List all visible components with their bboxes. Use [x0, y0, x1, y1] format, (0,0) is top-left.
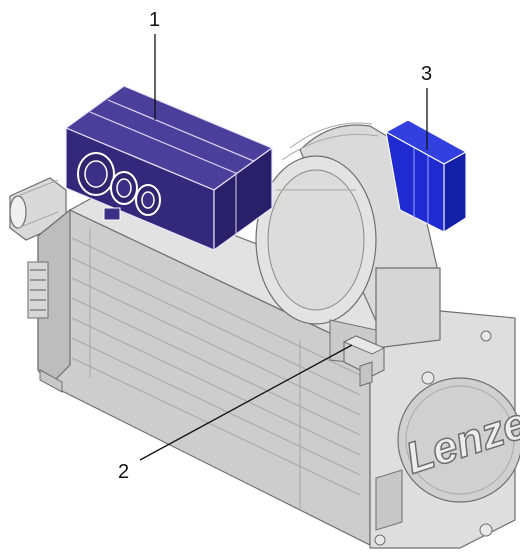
cooling-fins: [71, 228, 361, 510]
callout-label-2: 2: [118, 461, 129, 483]
callout-label-3: 3: [421, 63, 432, 85]
blue-fan-module-icon: [384, 119, 468, 234]
callout-3: 3: [421, 63, 432, 150]
callout-label-1: 1: [149, 9, 160, 31]
callout-1: 1: [149, 9, 160, 120]
callout-2: 2: [118, 344, 353, 483]
motor-body: [9, 177, 520, 549]
blue-connector-box-icon: [64, 85, 274, 252]
terminal-bracket-icon: [342, 335, 386, 387]
